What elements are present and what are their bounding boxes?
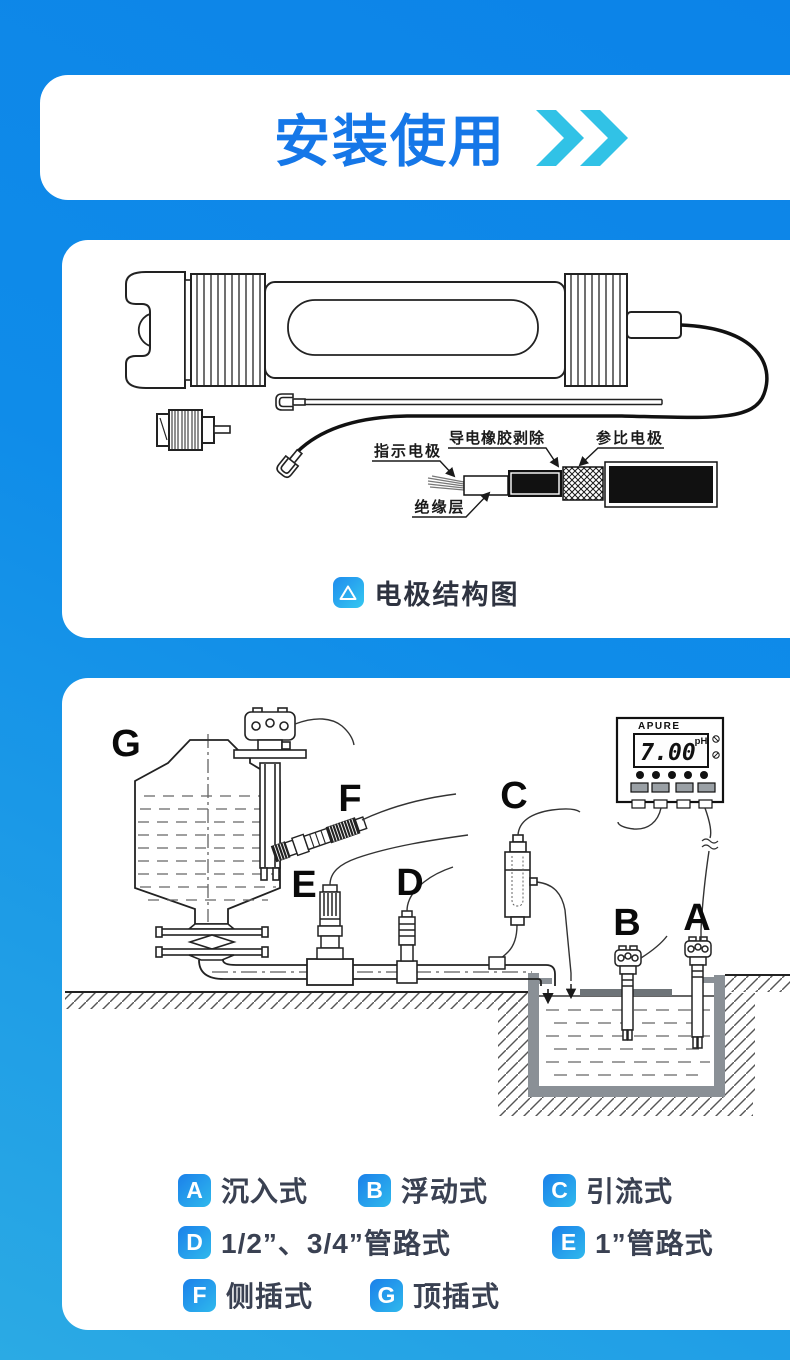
marker-b: B (613, 902, 640, 944)
pipe (198, 959, 556, 986)
meter-unit: pH (695, 736, 708, 747)
header-banner: 安装使用 (40, 75, 790, 200)
cable-break-mark (701, 838, 719, 850)
fork-terminal-angled (276, 448, 304, 479)
meter-buttons (630, 782, 716, 793)
marker-d: D (396, 862, 423, 904)
legend-item-c: C 引流式 (543, 1170, 673, 1210)
reference-electrode-label: 参比电极 (596, 429, 664, 447)
electrode-structure-card: 指示电极 导电橡胶剥除 参比电极 绝缘层 电极结构图 (62, 240, 790, 638)
meter-reading: 7.00 (640, 740, 695, 766)
marker-f: F (338, 778, 361, 820)
label-window (287, 299, 539, 356)
flow-cell-c (488, 808, 581, 1000)
figure-caption: 电极结构图 (62, 573, 790, 612)
tank (134, 734, 281, 961)
meter-leds (636, 771, 708, 779)
outer-jacket-segment (609, 466, 713, 503)
legend-item-f: F 侧插式 (183, 1275, 313, 1315)
badge-g: G (370, 1278, 403, 1312)
electrode-e (306, 834, 469, 986)
diagram-markers: G F E D C B A (111, 723, 711, 944)
badge-a: A (178, 1173, 211, 1207)
electrode-g (233, 707, 355, 881)
electrode-cable (288, 323, 769, 462)
meter-screws (712, 735, 720, 759)
badge-e: E (552, 1225, 585, 1259)
marker-e: E (291, 864, 316, 906)
glass-bulb (137, 313, 151, 347)
meter-lcd (633, 733, 709, 768)
badge-f: F (183, 1278, 216, 1312)
conductive-rubber-segment (508, 470, 562, 497)
figure-caption-text: 电极结构图 (374, 580, 520, 610)
page-title: 安装使用 (274, 110, 506, 173)
badge-b: B (358, 1173, 391, 1207)
indicator-electrode-label: 指示电极 (374, 442, 442, 460)
reference-braid-segment (562, 466, 604, 501)
rubber-strip-label: 导电橡胶剥除 (449, 429, 545, 447)
sample-tee (488, 956, 506, 970)
ground (65, 974, 790, 1009)
meter-cable-left (617, 807, 662, 830)
thread-left (196, 275, 261, 385)
pit-water (546, 1009, 710, 1076)
insulation-label: 绝缘层 (414, 498, 465, 516)
meter-cable-right (704, 807, 712, 839)
cable-cross-section (427, 461, 718, 508)
triangle-icon (332, 577, 364, 608)
legend-item-a: A 沉入式 (178, 1170, 308, 1210)
legend-item-e: E 1”管路式 (552, 1222, 714, 1262)
marker-c: C (500, 775, 527, 817)
cable-gland (626, 311, 682, 339)
stranded-wire (427, 475, 465, 491)
bnc-connector (156, 409, 231, 451)
electrode-g-cable (294, 718, 355, 746)
electrode-d (396, 866, 454, 984)
insulation-segment (463, 475, 509, 496)
double-chevron-icon (536, 109, 636, 166)
thread-right (570, 275, 621, 385)
electrode-a (684, 936, 712, 1049)
electrode-d-cable (406, 866, 454, 912)
legend-item-g: G 顶插式 (370, 1275, 500, 1315)
badge-c: C (543, 1173, 576, 1207)
badge-d: D (178, 1225, 211, 1259)
marker-g: G (111, 723, 141, 765)
electrode-f-cable (361, 793, 457, 821)
cross-section-labels: 指示电极 导电橡胶剥除 参比电极 绝缘层 (374, 429, 664, 516)
electrode-b (614, 935, 668, 1041)
flanged-valve (155, 923, 269, 961)
thin-lead-wire (305, 398, 663, 406)
installation-diagram: APURE 7.00 pH (65, 707, 790, 1116)
meter-brand: APURE (638, 721, 681, 732)
legend-item-b: B 浮动式 (358, 1170, 488, 1210)
electrode-structure-diagram: 指示电极 导电橡胶剥除 参比电极 绝缘层 (125, 271, 769, 518)
flow-cell-cable (517, 808, 581, 836)
electrode-body (125, 271, 682, 389)
electrode-e-cable (329, 834, 469, 886)
leader-lines (372, 447, 664, 518)
ph-meter: APURE 7.00 pH (615, 716, 725, 940)
legend-item-d: D 1/2”、3/4”管路式 (178, 1222, 451, 1262)
tank-water (138, 795, 280, 901)
fork-terminal-straight (275, 393, 306, 411)
meter-terminals (631, 799, 713, 809)
marker-a: A (683, 897, 710, 939)
electrode-f (270, 793, 457, 863)
installation-card: APURE 7.00 pH (62, 678, 790, 1330)
electrode-b-cable (640, 935, 668, 959)
